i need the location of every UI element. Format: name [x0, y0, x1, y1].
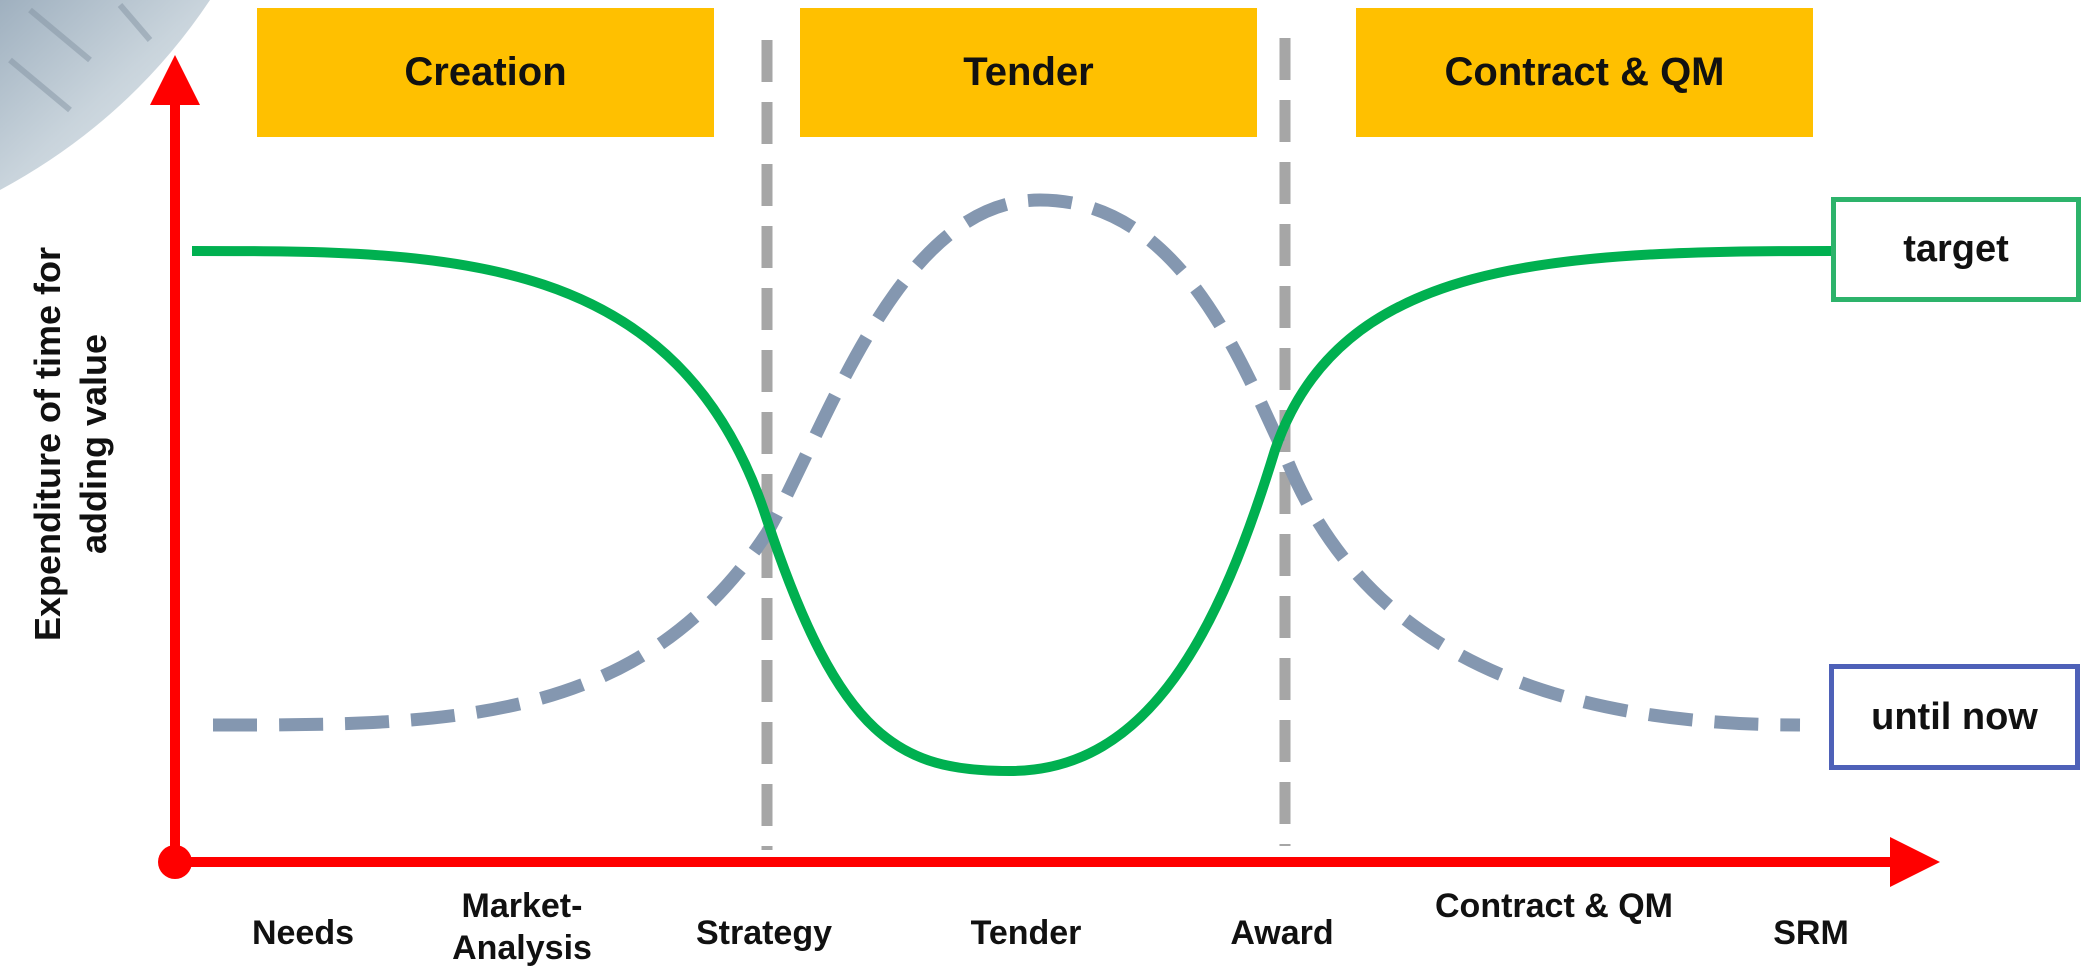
phase-tender-label: Tender — [963, 50, 1094, 94]
phase-contract-label: Contract & QM — [1444, 50, 1725, 94]
phase-tender-box — [800, 8, 1257, 137]
target-curve — [191, 246, 1833, 777]
x-tick-tender: Tender — [970, 914, 1082, 952]
phase-creation-box — [257, 8, 714, 137]
y-axis-label: Expenditure of time for adding value — [25, 184, 117, 704]
x-tick-strategy: Strategy — [695, 914, 833, 952]
until-now-curve — [212, 193, 1801, 732]
corner-photo-graphic — [0, 0, 210, 190]
phase-contract-box — [1356, 8, 1813, 137]
y-axis-label-line2: adding value — [73, 333, 114, 555]
x-tick-market-line2: Analysis — [452, 929, 592, 967]
x-tick-market-line1: Market- — [461, 887, 583, 925]
x-tick-contract: Contract & QM — [1435, 887, 1673, 925]
axis-origin — [158, 845, 192, 879]
x-tick-market-analysis: Market- Analysis — [452, 885, 592, 969]
phase-creation-label: Creation — [404, 50, 567, 94]
legend-target: target — [1831, 197, 2081, 302]
legend-until-now: until now — [1829, 664, 2080, 770]
y-axis-label-line1: Expenditure of time for — [27, 246, 68, 642]
x-tick-award: Award — [1230, 914, 1334, 952]
x-tick-needs: Needs — [251, 914, 355, 952]
x-tick-srm: SRM — [1773, 914, 1849, 952]
corner-photo — [0, 0, 210, 190]
